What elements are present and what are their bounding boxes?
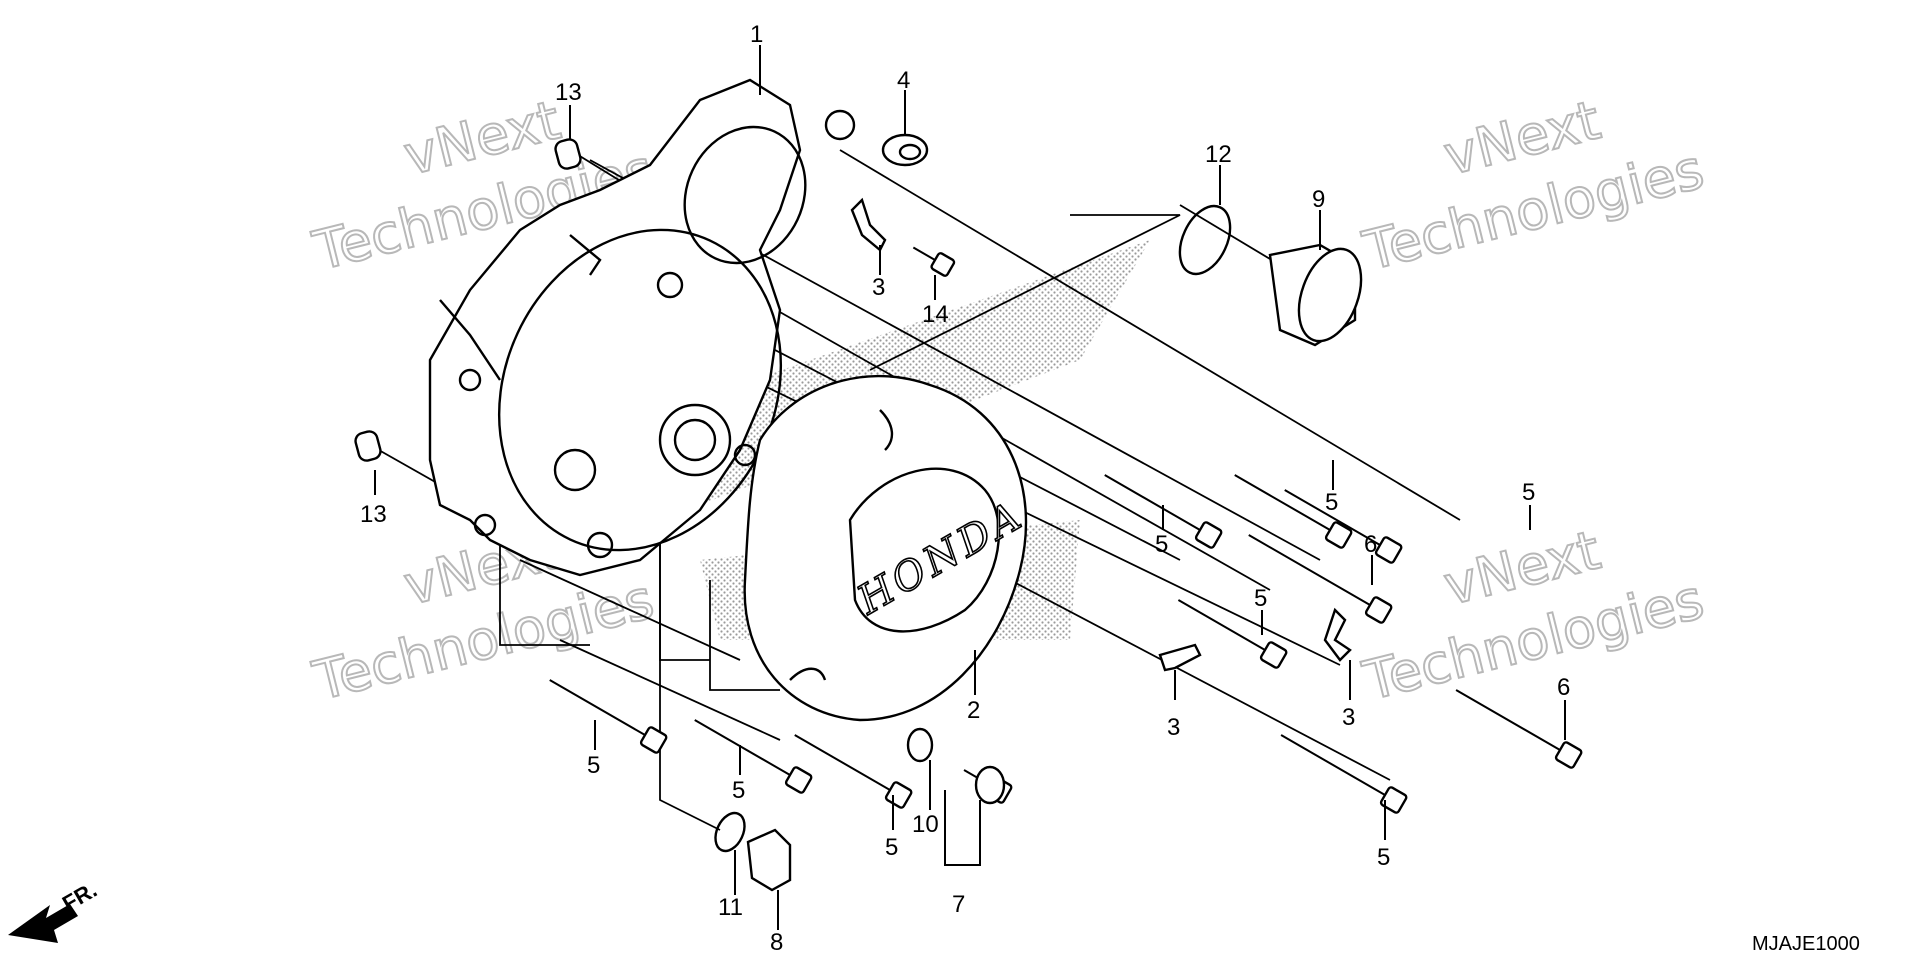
bolt <box>1234 474 1353 549</box>
callout-1: 1 <box>750 21 763 48</box>
front-direction-arrow: FR. <box>8 877 101 943</box>
bolt <box>1284 489 1403 564</box>
callout-3: 3 <box>1342 704 1355 731</box>
callout-13: 13 <box>360 501 387 528</box>
plugs <box>746 243 1363 892</box>
callout-8: 8 <box>770 929 783 956</box>
bolt <box>1455 689 1583 769</box>
bolt <box>1280 734 1408 814</box>
crankcase-cover <box>428 78 856 577</box>
callout-4: 4 <box>897 67 910 94</box>
callout-11: 11 <box>718 894 743 921</box>
callout-5: 5 <box>1155 531 1168 558</box>
callout-6: 6 <box>1364 531 1377 558</box>
callout-7: 7 <box>952 891 965 918</box>
bolt <box>1104 474 1223 549</box>
diagram-code: MJAJE1000 <box>1752 933 1860 955</box>
callout-5: 5 <box>587 752 600 779</box>
outer-cover: HONDA <box>743 374 1033 722</box>
bolt <box>1177 599 1288 669</box>
callout-13: 13 <box>555 79 582 106</box>
callout-5: 5 <box>1254 585 1267 612</box>
callout-6: 6 <box>1557 674 1570 701</box>
bolt <box>549 679 668 754</box>
callout-10: 10 <box>912 811 939 838</box>
leader-lines <box>374 45 1566 930</box>
bolt <box>1248 534 1393 624</box>
bolt <box>912 246 956 277</box>
washer-bolt <box>906 727 1006 805</box>
callout-3: 3 <box>872 274 885 301</box>
callout-2: 2 <box>967 697 980 724</box>
callout-5: 5 <box>1325 489 1338 516</box>
callout-14: 14 <box>922 301 949 328</box>
clips <box>850 197 1352 672</box>
callout-9: 9 <box>1312 186 1325 213</box>
grommet <box>881 133 929 167</box>
callout-5: 5 <box>1377 844 1390 871</box>
callout-5: 5 <box>1522 479 1535 506</box>
callout-12: 12 <box>1205 141 1232 168</box>
callout-3: 3 <box>1167 714 1180 741</box>
callouts: 1 4 12 9 13 13 3 14 5 5 5 6 5 3 3 6 5 2 … <box>360 21 1570 956</box>
dowels <box>354 138 582 462</box>
bolt <box>694 719 813 794</box>
callout-5: 5 <box>885 834 898 861</box>
callout-5: 5 <box>732 777 745 804</box>
o-rings <box>714 204 1232 853</box>
